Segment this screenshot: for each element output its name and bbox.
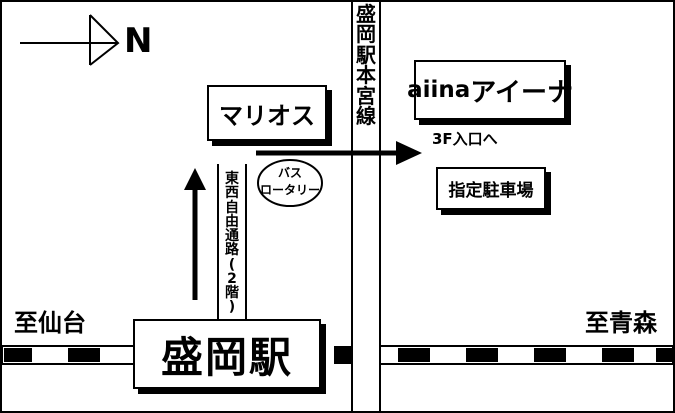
railway-track-left bbox=[1, 345, 137, 365]
direction-to-aomori: 至青森 bbox=[585, 309, 657, 337]
vertical-glyph: 駅 bbox=[356, 42, 376, 67]
vertical-glyph: 2 bbox=[227, 270, 237, 287]
vertical-glyph: ) bbox=[228, 299, 236, 316]
bus-rotary-circle bbox=[257, 159, 323, 207]
vertical-glyph: 岡 bbox=[356, 22, 376, 47]
vertical-glyph: 通 bbox=[225, 228, 239, 245]
bus-rotary-line1: バス bbox=[277, 166, 302, 180]
vertical-glyph: 由 bbox=[225, 213, 239, 230]
vertical-glyph: 東 bbox=[225, 171, 239, 187]
vertical-glyph: 路 bbox=[225, 242, 239, 259]
entrance-note: 3F入口へ bbox=[432, 130, 498, 148]
vertical-glyph: 西 bbox=[225, 185, 239, 202]
vertical-glyph: ( bbox=[228, 256, 236, 273]
north-label: N bbox=[124, 21, 153, 61]
station-main-line-road-label: 盛岡駅本宮線 bbox=[353, 2, 379, 128]
vertical-glyph: 線 bbox=[356, 103, 376, 128]
aiina-latin-name: aiina bbox=[407, 77, 471, 103]
bus-rotary-line2: ロータリー bbox=[260, 183, 321, 197]
arrow-right-icon bbox=[256, 141, 422, 165]
morioka-station: 盛岡駅 bbox=[133, 319, 321, 389]
north-arrow-icon bbox=[20, 14, 120, 66]
vertical-glyph: 宮 bbox=[356, 83, 376, 108]
railway-track-right bbox=[379, 345, 674, 365]
railway-track-middle bbox=[334, 346, 352, 364]
vertical-glyph: 階 bbox=[225, 285, 239, 302]
vertical-glyph: 自 bbox=[225, 199, 239, 216]
vertical-glyph: 本 bbox=[356, 63, 376, 88]
parking-building: 指定駐車場 bbox=[436, 167, 546, 210]
vertical-glyph: 盛 bbox=[356, 2, 376, 26]
bus-rotary-label: バス ロータリー bbox=[260, 165, 320, 199]
marios-building: マリオス bbox=[207, 85, 327, 141]
direction-to-sendai: 至仙台 bbox=[14, 309, 86, 337]
aiina-kana-name: アイーナ bbox=[470, 77, 573, 108]
arrow-up-icon bbox=[184, 168, 206, 300]
